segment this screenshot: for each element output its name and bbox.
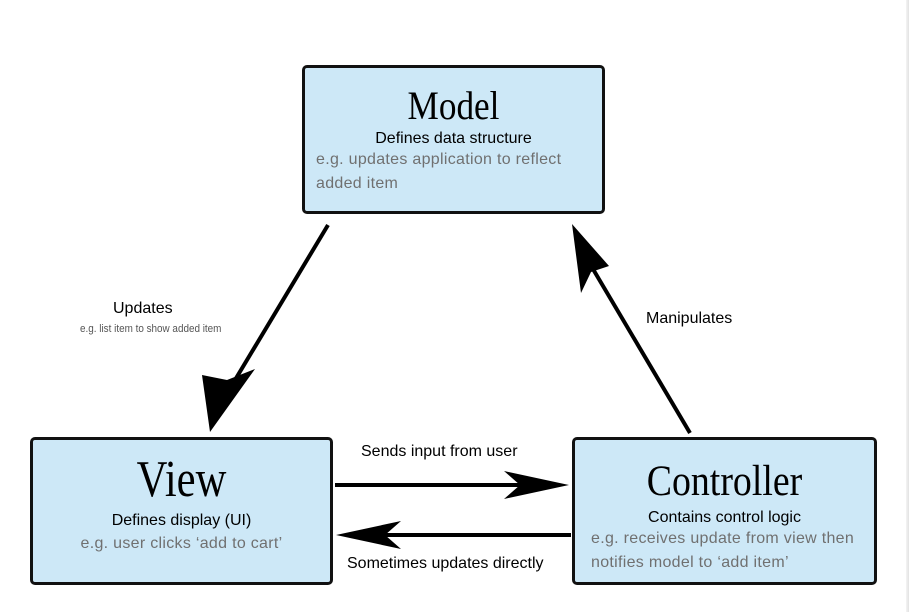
model-to-view-arrow [202,223,330,432]
sends-input-label: Sends input from user [361,443,518,460]
controller-to-view-arrow [336,521,571,549]
view-box: View Defines display (UI) e.g. user clic… [30,437,333,585]
model-box: Model Defines data structure e.g. update… [302,65,605,214]
view-subtitle: Defines display (UI) [111,512,252,529]
sometimes-updates-label: Sometimes updates directly [347,555,544,572]
view-to-controller-arrow [335,471,569,499]
view-title: View [136,451,227,508]
manipulates-label: Manipulates [646,310,733,327]
model-title: Model [407,83,500,128]
controller-example: e.g. receives update from view then noti… [591,530,855,571]
updates-example: e.g. list item to show added item [80,323,222,335]
controller-subtitle: Contains control logic [648,509,801,526]
frame-edge [906,0,909,612]
controller-box: Controller Contains control logic e.g. r… [572,437,877,585]
updates-label: Updates [113,300,173,317]
model-subtitle: Defines data structure [375,130,532,147]
controller-to-model-arrow [572,224,692,435]
controller-title: Controller [646,458,803,505]
model-example: e.g. updates application to reflect adde… [316,151,562,192]
view-example: e.g. user clicks ‘add to cart’ [80,535,283,552]
